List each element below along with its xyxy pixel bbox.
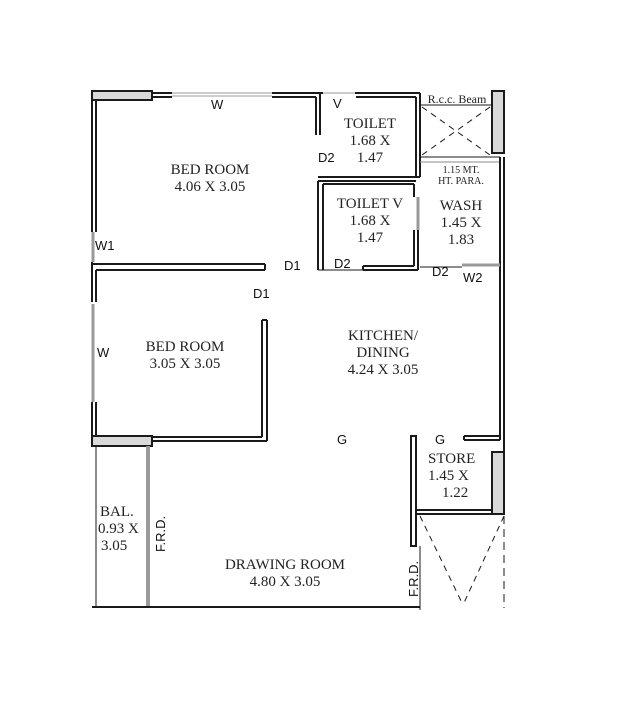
room-name: STORE [428,451,476,467]
grill-tag-g-store: G [435,432,446,447]
room-name: TOILET V [336,196,404,212]
room-size: 4.06 X 3.05 [174,178,246,195]
room-bedroom-1: BED ROOM 4.06 X 3.05 [150,162,270,196]
room-name: DRAWING ROOM [224,557,346,573]
room-toilet-2: TOILET V 1.68 X 1.47 [330,196,410,246]
room-size: 1.47 [356,149,384,166]
door-tag-d1-b: D1 [253,286,270,301]
parapet-label: HT. PARA. [438,175,484,187]
window-tag-w-bed2: W [97,345,110,360]
parapet-note: 1.15 MT. HT. PARA. [422,165,500,187]
room-name: DINING [356,344,410,361]
door-tag-d2-wash: D2 [432,264,449,279]
room-store: STORE 1.45 X 1.22 [428,451,494,501]
room-size: 3.05 X 3.05 [149,355,221,372]
room-balcony: BAL. 0.93 X 3.05 [96,504,150,554]
room-size: 3.05 [101,537,128,554]
frd-tag-balcony: F.R.D. [153,515,168,552]
room-size: 1.68 X [349,132,391,149]
rcc-beam-note: R.c.c. Beam [427,92,487,106]
room-name: KITCHEN/ [348,328,418,344]
room-bedroom-2: BED ROOM 3.05 X 3.05 [125,339,245,373]
window-tag-w-top: W [211,97,224,112]
grill-tag-g-kitchen: G [337,432,348,447]
room-name: TOILET [343,116,397,132]
window-tag-w1: W1 [95,238,115,253]
room-size: 1.47 [356,229,384,246]
room-toilet-1: TOILET 1.68 X 1.47 [330,116,410,166]
room-name: BED ROOM [145,339,225,355]
window-tag-w2: W2 [463,270,483,285]
vent-tag-v: V [333,96,342,111]
room-name: BED ROOM [170,162,250,178]
door-tag-d1-a: D1 [284,258,301,273]
frd-tag-drawing: F.R.D. [406,560,421,597]
door-tag-d2-toilet2: D2 [334,256,351,271]
room-drawing: DRAWING ROOM 4.80 X 3.05 [210,557,360,591]
room-size: 1.45 X [440,214,482,231]
room-name: BAL. [100,504,134,520]
room-wash: WASH 1.45 X 1.83 [425,198,497,248]
room-size: 4.80 X 3.05 [249,573,321,590]
room-size: 1.22 [442,484,469,501]
door-tag-d2-toilet1: D2 [318,150,335,165]
parapet-height: 1.15 MT. [442,165,480,176]
room-size: 0.93 X [98,520,139,537]
room-size: 1.45 X [428,467,469,484]
room-size: 1.83 [447,231,475,248]
room-name: WASH [439,198,483,214]
room-kitchen-dining: KITCHEN/ DINING 4.24 X 3.05 [328,328,438,378]
room-size: 4.24 X 3.05 [347,361,419,378]
room-size: 1.68 X [349,212,391,229]
column-top-left [91,90,153,101]
